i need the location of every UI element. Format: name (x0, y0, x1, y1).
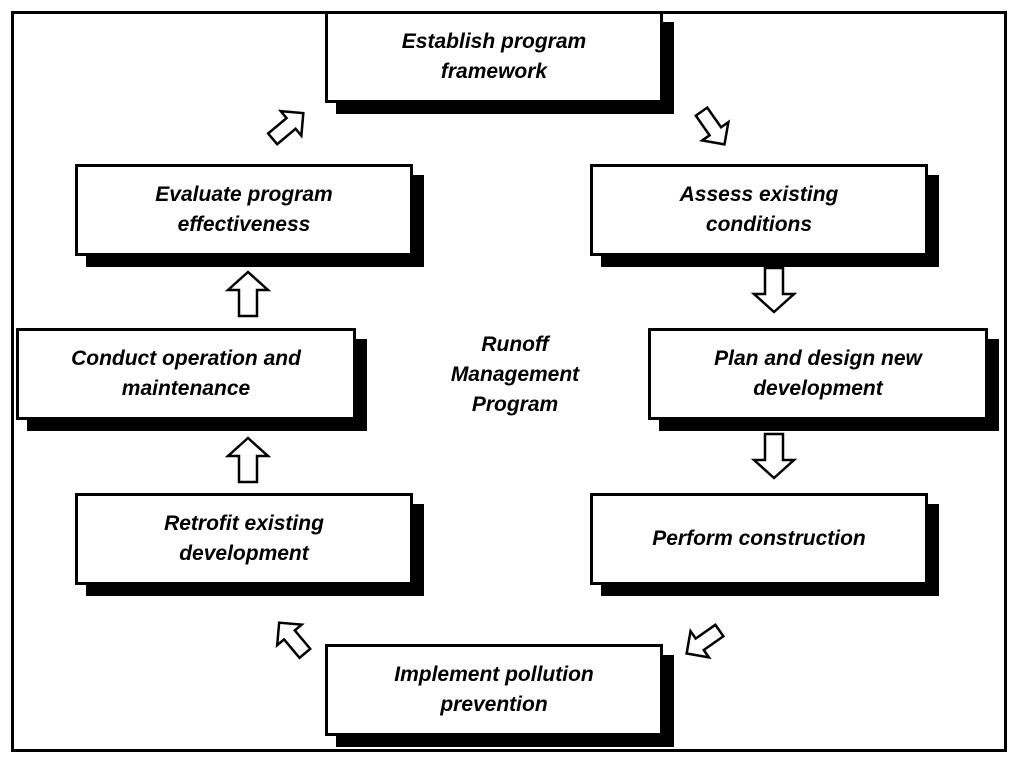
flow-arrow-evaluate-to-establish (266, 109, 305, 146)
step-evaluate-program-effectiveness: Evaluate program effectiveness (75, 164, 413, 256)
step-plan-and-design-new-development: Plan and design new development (648, 328, 988, 420)
step-perform-construction: Perform construction (590, 493, 928, 585)
step-label: Evaluate program effectiveness (155, 183, 333, 236)
step-assess-existing-conditions: Assess existing conditions (590, 164, 928, 256)
flow-arrow-retrofit-to-operate (224, 436, 272, 484)
flow-arrow-construct-to-pollution (685, 623, 726, 660)
step-establish-program-framework: Establish program framework (325, 11, 663, 103)
step-label: Implement pollution prevention (394, 663, 594, 716)
step-label: Perform construction (652, 527, 866, 550)
step-retrofit-existing-development: Retrofit existing development (75, 493, 413, 585)
step-conduct-operation-and-maintenance: Conduct operation and maintenance (16, 328, 356, 420)
flow-arrow-pollution-to-retrofit (275, 621, 312, 660)
center-program-label: Runoff Management Program (450, 333, 580, 416)
step-label: Assess existing conditions (679, 183, 839, 236)
step-label: Establish program framework (401, 30, 587, 83)
step-implement-pollution-prevention: Implement pollution prevention (325, 644, 663, 736)
flow-arrow-establish-to-assess (694, 105, 731, 146)
step-label: Plan and design new development (714, 347, 922, 400)
step-label: Conduct operation and maintenance (71, 347, 301, 400)
flow-arrow-plan-to-construct (750, 432, 798, 480)
step-label: Retrofit existing development (164, 512, 324, 565)
flow-arrow-assess-to-plan (750, 266, 798, 314)
flow-arrow-operate-to-evaluate (224, 270, 272, 318)
